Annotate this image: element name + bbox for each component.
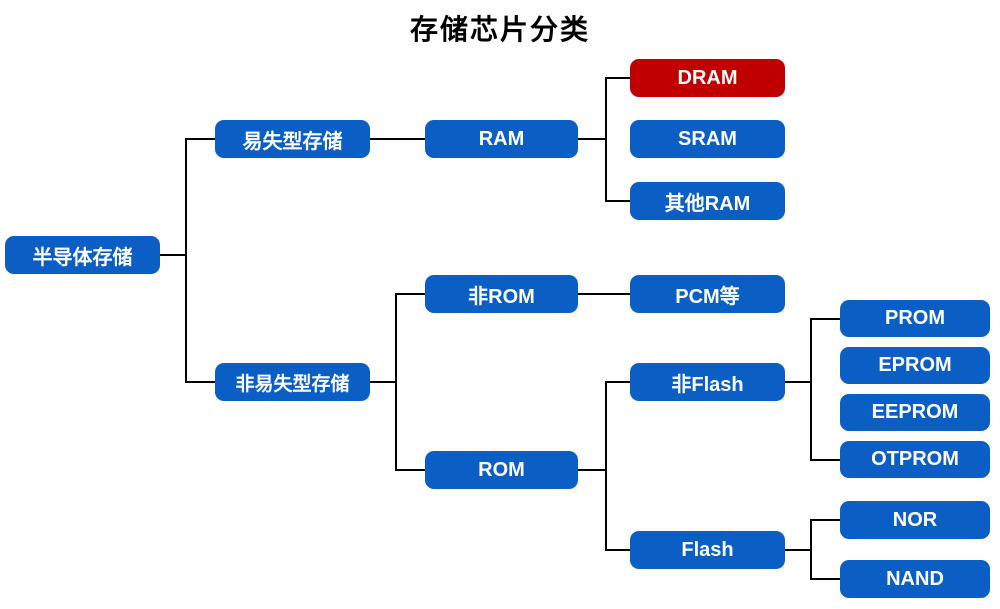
node-volatile-storage: 易失型存储 bbox=[215, 120, 370, 158]
node-nonvolatile-storage: 非易失型存储 bbox=[215, 363, 370, 401]
node-eprom: EPROM bbox=[840, 347, 990, 384]
connector-line bbox=[395, 469, 425, 471]
node-ram: RAM bbox=[425, 120, 578, 158]
node-sram: SRAM bbox=[630, 120, 785, 158]
connector-line bbox=[578, 469, 607, 471]
connector-line bbox=[605, 381, 607, 551]
connector-line bbox=[370, 138, 425, 140]
diagram-title: 存储芯片分类 bbox=[409, 13, 590, 46]
node-otprom: OTPROM bbox=[840, 441, 990, 478]
connector-line bbox=[810, 459, 840, 461]
connector-line bbox=[810, 318, 812, 461]
connector-line bbox=[395, 293, 397, 471]
connector-line bbox=[578, 138, 607, 140]
connector-line bbox=[185, 138, 187, 383]
connector-line bbox=[605, 549, 630, 551]
connector-line bbox=[185, 381, 215, 383]
node-nor: NOR bbox=[840, 501, 990, 539]
connector-line bbox=[810, 318, 840, 320]
node-flash: Flash bbox=[630, 531, 785, 569]
connector-line bbox=[370, 381, 397, 383]
node-other-ram: 其他RAM bbox=[630, 182, 785, 220]
connector-line bbox=[605, 381, 630, 383]
node-semiconductor-storage: 半导体存储 bbox=[5, 236, 160, 274]
node-rom: ROM bbox=[425, 451, 578, 489]
connector-line bbox=[605, 77, 607, 202]
connector-line bbox=[160, 254, 187, 256]
node-prom: PROM bbox=[840, 300, 990, 337]
node-nand: NAND bbox=[840, 560, 990, 598]
connector-line bbox=[605, 77, 630, 79]
connector-line bbox=[578, 293, 630, 295]
node-non-rom: 非ROM bbox=[425, 275, 578, 313]
connector-line bbox=[810, 519, 812, 580]
connector-line bbox=[185, 138, 215, 140]
connector-line bbox=[785, 381, 812, 383]
connector-line bbox=[810, 519, 840, 521]
node-dram: DRAM bbox=[630, 59, 785, 97]
connector-line bbox=[785, 549, 812, 551]
connector-line bbox=[605, 200, 630, 202]
node-pcm: PCM等 bbox=[630, 275, 785, 313]
node-eeprom: EEPROM bbox=[840, 394, 990, 431]
connector-line bbox=[395, 293, 425, 295]
node-non-flash: 非Flash bbox=[630, 363, 785, 401]
connector-line bbox=[810, 578, 840, 580]
